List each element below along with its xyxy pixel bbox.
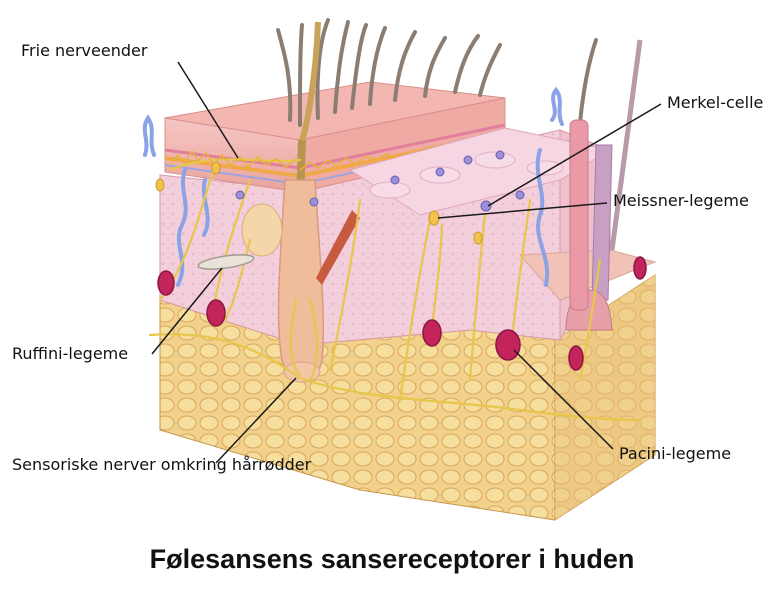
ruffini-corpuscle [197, 254, 255, 270]
label-meissner-legeme: Meissner-legeme [613, 191, 749, 210]
free-nerve-endings [169, 149, 397, 171]
blood-vessels [142, 86, 564, 287]
label-frie-nerveender: Frie nerveender [21, 41, 148, 60]
pacinian-corpuscles [157, 256, 647, 371]
merkel-cells [235, 150, 525, 212]
hair-right [591, 144, 613, 301]
sebaceous-gland [241, 203, 283, 257]
leader-lines [151, 61, 662, 464]
label-ruffini-legeme: Ruffini-legeme [12, 344, 129, 363]
label-sensoriske-nerver: Sensoriske nerver omkring hårrødder [12, 455, 312, 474]
arrector-pili [316, 210, 360, 285]
meissner-corpuscles [155, 161, 483, 245]
label-merkel-celle: Merkel-celle [667, 93, 764, 112]
page-title: Følesansens sansereceptorer i huden [149, 544, 635, 574]
label-pacini-legeme: Pacini-legeme [619, 444, 732, 463]
